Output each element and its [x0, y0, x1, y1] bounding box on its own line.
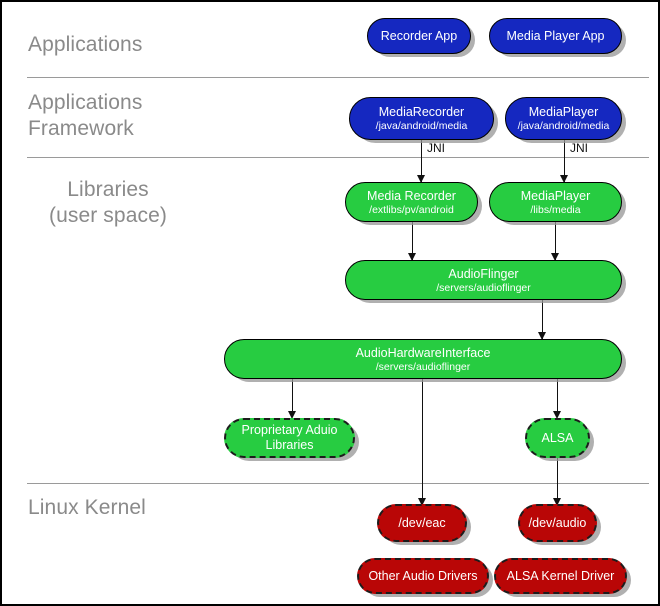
- node-mediaplayer-framework-title: MediaPlayer: [528, 105, 599, 119]
- node-proprietary-audio-libraries[interactable]: Proprietary Aduio Libraries: [224, 418, 355, 458]
- arrowhead-mediarecorderlib-audioflinger: [408, 253, 416, 261]
- node-audiohardwareinterface-path: /servers/audioflinger: [375, 360, 471, 373]
- arrowhead-audioflinger-audiohardwareinterface: [538, 332, 546, 340]
- node-audioflinger[interactable]: AudioFlinger /servers/audioflinger: [345, 260, 622, 300]
- divider-applications-framework: [27, 157, 649, 158]
- arrowhead-mediarecorder-jni: [417, 175, 425, 183]
- connector-mediaplayerlib-audioflinger: [555, 222, 556, 260]
- arrowhead-ahi-alsa: [553, 411, 561, 419]
- node-mediaplayer-framework[interactable]: MediaPlayer /java/android/media: [505, 97, 622, 140]
- node-mediarecorder-framework[interactable]: MediaRecorder /java/android/media: [349, 97, 494, 140]
- node-audioflinger-path: /servers/audioflinger: [436, 281, 531, 294]
- node-dev-audio-title: /dev/audio: [528, 515, 587, 530]
- node-audiohardwareinterface[interactable]: AudioHardwareInterface /servers/audiofli…: [224, 339, 622, 379]
- connector-ahi-alsa: [557, 378, 558, 416]
- node-alsa-kernel-driver[interactable]: ALSA Kernel Driver: [494, 558, 627, 594]
- node-media-recorder-library-path: /extlibs/pv/android: [369, 203, 454, 216]
- node-alsa-title: ALSA: [541, 430, 574, 445]
- node-dev-audio[interactable]: /dev/audio: [518, 504, 597, 542]
- arrowhead-ahi-deveac: [418, 498, 426, 506]
- node-dev-eac[interactable]: /dev/eac: [377, 504, 467, 542]
- node-media-recorder-library[interactable]: Media Recorder /extlibs/pv/android: [345, 182, 478, 222]
- divider-applications: [27, 77, 649, 78]
- layer-label-applications: Applications: [28, 33, 143, 56]
- node-audioflinger-title: AudioFlinger: [448, 266, 519, 281]
- arrowhead-mediaplayer-jni: [560, 175, 568, 183]
- layer-label-libraries: Libraries (user space): [49, 178, 167, 227]
- edge-label-jni-left: JNI: [427, 141, 445, 155]
- connector-mediarecorderlib-audioflinger: [412, 222, 413, 260]
- node-other-audio-drivers[interactable]: Other Audio Drivers: [357, 558, 489, 594]
- connector-ahi-proprietary: [292, 378, 293, 416]
- divider-libraries: [27, 483, 649, 484]
- node-mediarecorder-framework-path: /java/android/media: [375, 120, 468, 132]
- node-media-recorder-library-title: Media Recorder: [367, 188, 456, 203]
- node-media-player-app-title: Media Player App: [506, 28, 605, 43]
- connector-mediarecorder-jni: [421, 140, 422, 182]
- connector-mediaplayer-jni: [564, 140, 565, 182]
- edge-label-jni-right: JNI: [570, 141, 588, 155]
- connector-ahi-deveac: [422, 378, 423, 503]
- node-proprietary-audio-libraries-title: Proprietary Aduio Libraries: [241, 423, 338, 452]
- node-audiohardwareinterface-title: AudioHardwareInterface: [355, 345, 491, 360]
- node-mediarecorder-framework-title: MediaRecorder: [378, 105, 465, 119]
- arrowhead-ahi-proprietary: [288, 411, 296, 419]
- node-recorder-app[interactable]: Recorder App: [367, 18, 471, 54]
- connector-audioflinger-audiohardwareinterface: [542, 300, 543, 340]
- node-recorder-app-title: Recorder App: [380, 28, 458, 43]
- layer-label-applications-framework: Applications Framework: [28, 91, 143, 140]
- connector-alsa-devaudio: [557, 458, 558, 503]
- node-mediaplayer-library-path: /libs/media: [530, 203, 581, 216]
- node-alsa-kernel-driver-title: ALSA Kernel Driver: [506, 568, 615, 583]
- node-other-audio-drivers-title: Other Audio Drivers: [368, 568, 478, 583]
- node-alsa[interactable]: ALSA: [525, 418, 590, 458]
- node-media-player-app[interactable]: Media Player App: [489, 18, 622, 54]
- layer-label-linux-kernel: Linux Kernel: [28, 496, 146, 519]
- arrowhead-alsa-devaudio: [553, 498, 561, 506]
- arrowhead-mediaplayerlib-audioflinger: [551, 253, 559, 261]
- node-mediaplayer-library-title: MediaPlayer: [520, 188, 591, 203]
- node-mediaplayer-framework-path: /java/android/media: [517, 120, 610, 132]
- node-dev-eac-title: /dev/eac: [398, 515, 446, 530]
- node-mediaplayer-library[interactable]: MediaPlayer /libs/media: [489, 182, 622, 222]
